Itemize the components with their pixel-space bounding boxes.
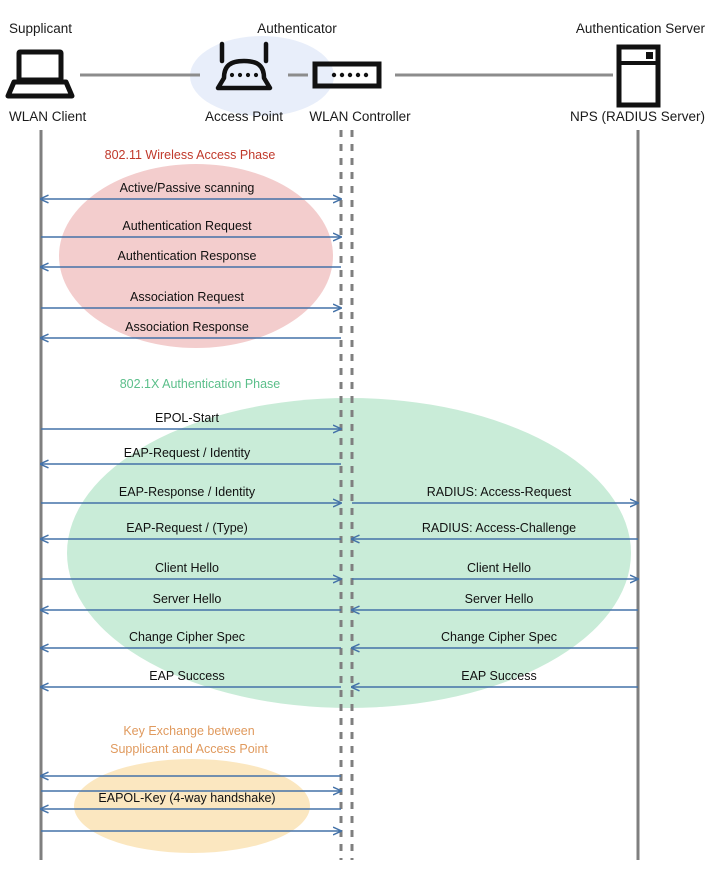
message-label: Active/Passive scanning [120, 181, 255, 195]
message-label: Server Hello [153, 592, 222, 606]
message-label: EAP Success [149, 669, 225, 683]
phase-802-1x-ellipse [67, 398, 631, 708]
actor-role-authenticator: Authenticator [257, 21, 337, 36]
message-label: RADIUS: Access-Challenge [422, 521, 576, 535]
actor-name-wlan-controller: WLAN Controller [309, 109, 411, 124]
phase-802-11-label: 802.11 Wireless Access Phase [105, 148, 276, 162]
message-row: Authentication Request [41, 219, 341, 237]
message-row: EPOL-Start [41, 411, 341, 429]
phase-label-group: 802.11 Wireless Access Phase 802.1X Authe… [105, 148, 281, 756]
message-row: EAP Success [352, 669, 638, 687]
message-label: Association Request [130, 290, 244, 304]
message-label: EAP-Response / Identity [119, 485, 256, 499]
message-label: Change Cipher Spec [441, 630, 557, 644]
actor-role-supplicant: Supplicant [9, 21, 72, 36]
actor-role-authentication-server: Authentication Server [576, 21, 706, 36]
message-row: RADIUS: Access-Challenge [352, 521, 638, 539]
actor-name-access-point: Access Point [205, 109, 283, 124]
message-label: Server Hello [465, 592, 534, 606]
message-row: EAP Success [41, 669, 341, 687]
message-row: Server Hello [41, 592, 341, 610]
actor-name-wlan-client: WLAN Client [9, 109, 87, 124]
message-label: RADIUS: Access-Request [427, 485, 572, 499]
lifeline-group [39, 130, 640, 860]
phase-802-11-ellipse [59, 164, 333, 348]
message-label: Client Hello [467, 561, 531, 575]
message-label: Authentication Request [122, 219, 252, 233]
message-row: EAP-Response / Identity [41, 485, 341, 503]
message-label: EAPOL-Key (4-way handshake) [98, 791, 275, 805]
message-label: EAP Success [461, 669, 537, 683]
message-row: Client Hello [352, 561, 638, 579]
phase-key-exchange-ellipse [74, 759, 310, 853]
message-row: RADIUS: Access-Request [352, 485, 638, 503]
network-switch-icon [312, 61, 382, 89]
actor-name-nps-radius-server: NPS (RADIUS Server) [570, 109, 705, 124]
laptop-icon [5, 49, 75, 99]
message-label: Authentication Response [118, 249, 257, 263]
server-tower-icon [616, 44, 661, 108]
message-label: EPOL-Start [155, 411, 219, 425]
message-row: EAP-Request / Identity [41, 446, 341, 464]
phase-ellipse-group [59, 164, 631, 853]
message-row: EAPOL-Key (4-way handshake) [41, 791, 341, 809]
message-label: Change Cipher Spec [129, 630, 245, 644]
message-row: Association Response [41, 320, 341, 338]
message-row: EAP-Request / (Type) [41, 521, 341, 539]
message-row: Change Cipher Spec [41, 630, 341, 648]
phase-key-exchange-label-line2: Supplicant and Access Point [110, 742, 268, 756]
phase-802-1x-label: 802.1X Authentication Phase [120, 377, 281, 391]
phase-key-exchange-label-line1: Key Exchange between [123, 724, 254, 738]
message-label: EAP-Request / Identity [124, 446, 251, 460]
message-row: Association Request [41, 290, 341, 308]
message-row: Server Hello [352, 592, 638, 610]
message-row: Change Cipher Spec [352, 630, 638, 648]
message-label: EAP-Request / (Type) [126, 521, 248, 535]
message-row: Client Hello [41, 561, 341, 579]
message-row: Authentication Response [41, 249, 341, 267]
wireless-router-icon [215, 41, 273, 91]
message-label: Association Response [125, 320, 249, 334]
message-label: Client Hello [155, 561, 219, 575]
message-row: Active/Passive scanning [41, 181, 341, 199]
